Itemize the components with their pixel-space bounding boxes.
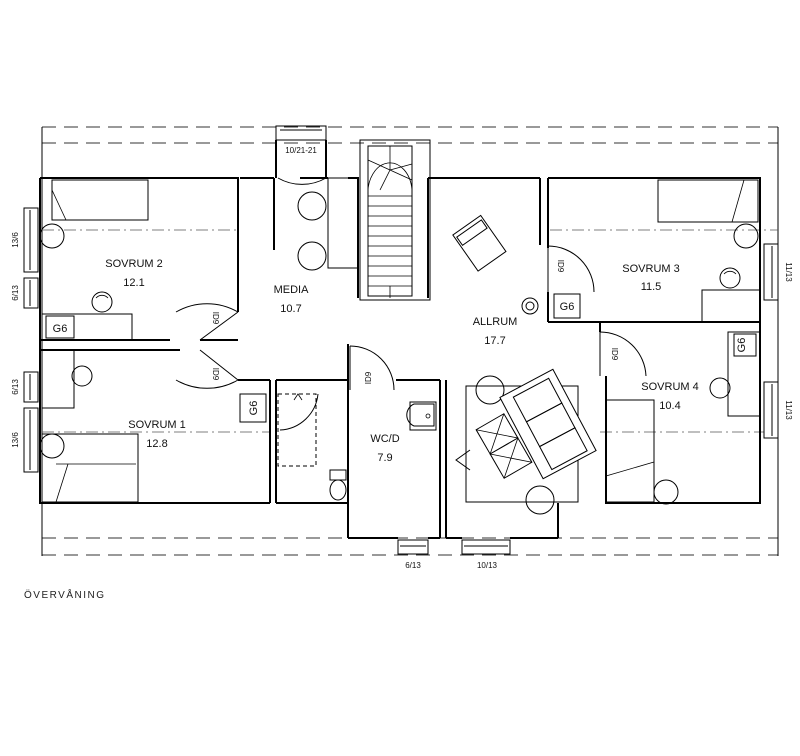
sovrum-2-area: 12.1 [123, 277, 144, 289]
window-label-left-mid1: 6/13 [11, 285, 20, 301]
window-label-left-lower: 13/6 [11, 432, 20, 448]
allrum [452, 178, 600, 323]
id9-label-sovrum4: ID9 [610, 348, 619, 361]
floor-caption: ÖVERVÅNING [24, 590, 106, 601]
bedroom-doors [175, 303, 239, 389]
window-label-bottom-right: 10/13 [477, 561, 498, 570]
living-furniture [455, 368, 597, 515]
id9-label-bedroom1: ID9 [211, 368, 220, 381]
window-label-right-lower: 11/13 [784, 400, 793, 420]
g6-label-sovrum2: G6 [53, 323, 68, 335]
id9-label-sovrum3: ID9 [556, 260, 565, 273]
id9-label-bedroom2: ID9 [211, 312, 220, 325]
id9-label-wc: ID9 [364, 371, 373, 384]
g6-label-sovrum1: G6 [248, 401, 260, 416]
windows [23, 207, 779, 555]
window-label-left-upper: 13/6 [11, 232, 20, 248]
g6-label-sovrum4: G6 [736, 338, 748, 353]
knee-walls [42, 229, 778, 433]
sovrum-4-area: 10.4 [659, 400, 680, 412]
allrum-area: 17.7 [484, 335, 505, 347]
media [240, 177, 359, 271]
sovrum-4 [599, 322, 761, 505]
allrum-name: ALLRUM [473, 316, 518, 328]
sovrum-3 [657, 179, 761, 323]
g6-sockets [45, 315, 267, 423]
media-area: 10.7 [280, 303, 301, 315]
lower-walls [348, 380, 559, 539]
sovrum-2 [39, 179, 239, 341]
sovrum-3-area: 11.5 [641, 281, 662, 293]
staircase [359, 139, 431, 301]
window-label-left-mid2: 6/13 [11, 379, 20, 395]
sovrum-2-name: SOVRUM 2 [105, 258, 162, 270]
wc-d-area: 7.9 [377, 452, 392, 464]
sovrum-4-name: SOVRUM 4 [641, 381, 698, 393]
sovrum-1-area: 12.8 [146, 438, 167, 450]
g6-label-allrum: G6 [560, 301, 575, 313]
sovrum-3-name: SOVRUM 3 [622, 263, 679, 275]
sovrum-1 [39, 349, 271, 503]
wc-d [275, 344, 441, 538]
window-label-top: 10/21-21 [285, 146, 317, 155]
media-name: MEDIA [274, 284, 310, 296]
window-label-right-upper: 11/13 [784, 262, 793, 282]
sovrum-1-name: SOVRUM 1 [128, 419, 185, 431]
window-label-bottom-left: 6/13 [405, 561, 421, 570]
window-top [275, 125, 327, 178]
roof-lines [41, 126, 779, 556]
wc-d-name: WC/D [370, 433, 399, 445]
